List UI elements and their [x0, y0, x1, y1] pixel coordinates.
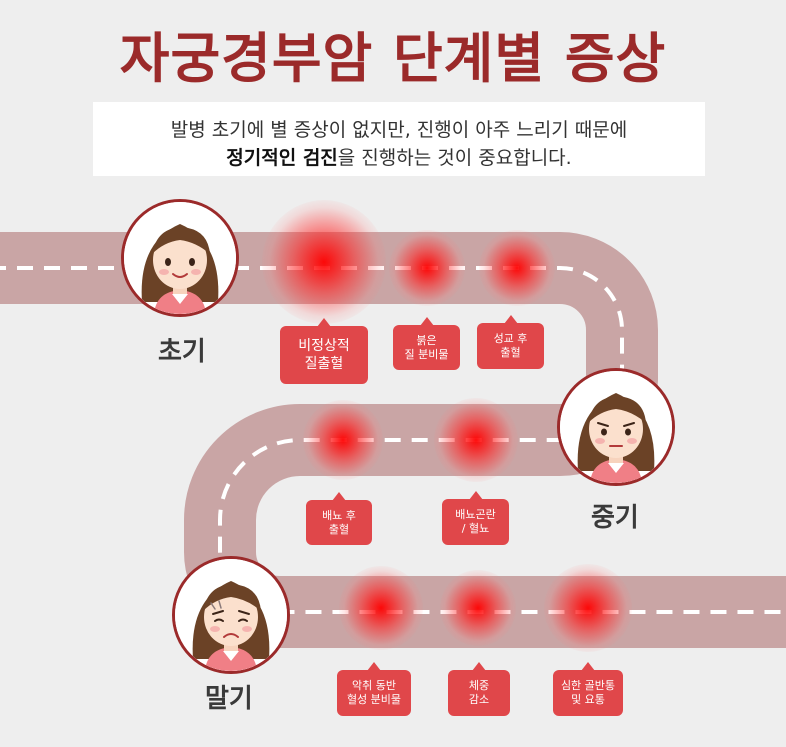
symptom-tag-line: 및 요통 [571, 693, 605, 706]
symptom-glow [479, 230, 555, 306]
symptom-glow [303, 400, 383, 480]
symptom-tag-red-discharge: 붉은 질 분비물 [393, 317, 460, 370]
symptom-glow [389, 230, 465, 306]
avatar-early-stage [121, 199, 239, 317]
subtitle-line-2: 정기적인 검진을 진행하는 것이 중요합니다. [93, 143, 705, 170]
symptom-tag-line: 배뇨곤란 [455, 508, 496, 521]
symptom-tag-line: 혈성 분비물 [346, 693, 402, 706]
symptom-tag-line: 감소 [468, 693, 490, 706]
symptom-glow [434, 398, 518, 482]
woman-worried-icon [560, 371, 672, 483]
symptom-tag-foul-bloody-discharge: 악취 동반 혈성 분비물 [337, 662, 411, 716]
symptom-tag-dysuria-hematuria: 배뇨곤란 / 혈뇨 [442, 491, 509, 545]
avatar-late-stage [172, 556, 290, 674]
symptom-tag-line: 출혈 [328, 522, 350, 536]
stage-label-middle: 중기 [591, 503, 639, 533]
subtitle-emphasis: 정기적인 검진 [226, 147, 338, 169]
symptom-tag-line: 질 분비물 [404, 347, 449, 361]
symptom-tag-postcoital-bleeding: 성교 후 출혈 [477, 315, 544, 369]
symptom-tag-line: 비정상적 [298, 338, 350, 354]
symptom-tag-line: 체중 [468, 679, 490, 692]
stage-label-late: 말기 [205, 684, 253, 714]
symptom-tag-post-urination-bleeding: 배뇨 후 출혈 [306, 492, 372, 545]
symptom-tag-pelvic-back-pain: 심한 골반통 및 요통 [553, 662, 623, 716]
subtitle-line-2-rest: 을 진행하는 것이 중요합니다. [337, 147, 572, 169]
symptom-tag-abnormal-bleeding: 비정상적 질출혈 [280, 318, 368, 384]
symptom-glow [544, 564, 632, 652]
symptom-tag-line: 심한 골반통 [560, 679, 616, 692]
symptom-tag-line: 붉은 [416, 333, 437, 347]
subtitle-line-1: 발병 초기에 별 증상이 없지만, 진행이 아주 느리기 때문에 [170, 119, 628, 141]
symptom-tag-weight-loss: 체중 감소 [448, 662, 510, 716]
symptom-tag-line: 질출혈 [304, 356, 344, 372]
avatar-middle-stage [557, 368, 675, 486]
symptom-tag-line: / 혈뇨 [461, 522, 490, 535]
stage-label-early: 초기 [158, 337, 206, 367]
woman-sad-icon [175, 559, 287, 671]
symptom-tag-line: 배뇨 후 [322, 508, 356, 522]
symptom-glow [440, 570, 516, 646]
symptom-tag-line: 출혈 [500, 346, 521, 359]
subtitle-box: 발병 초기에 별 증상이 없지만, 진행이 아주 느리기 때문에 정기적인 검진… [93, 102, 705, 176]
woman-smiling-icon [124, 202, 236, 314]
symptom-tag-line: 성교 후 [493, 332, 528, 345]
page-title: 자궁경부암 단계별 증상 [119, 27, 667, 90]
symptom-tag-line: 악취 동반 [352, 679, 396, 692]
symptom-glow [262, 200, 386, 324]
symptom-glow [339, 566, 423, 650]
